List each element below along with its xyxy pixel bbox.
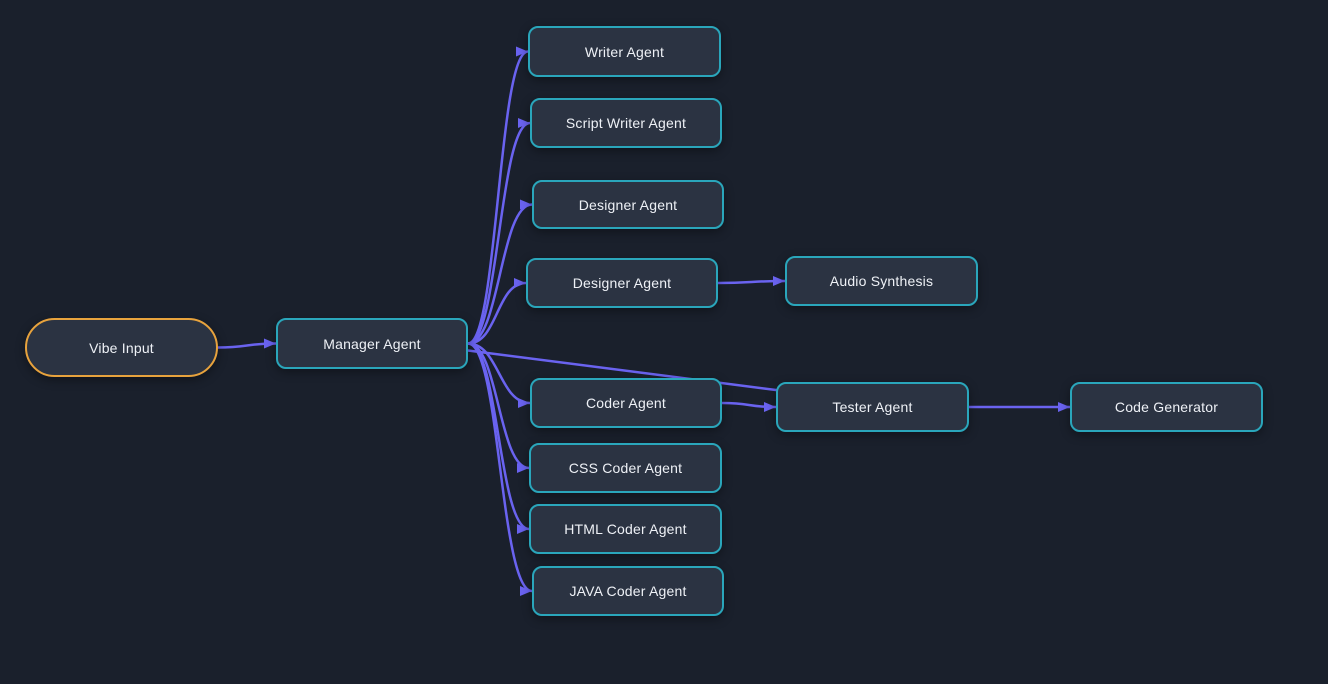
node-designer-agent-1[interactable]: Designer Agent bbox=[532, 180, 724, 229]
node-manager-agent[interactable]: Manager Agent bbox=[276, 318, 468, 369]
node-label: Tester Agent bbox=[832, 399, 913, 415]
node-java-coder-agent[interactable]: JAVA Coder Agent bbox=[532, 566, 724, 616]
node-audio-synthesis[interactable]: Audio Synthesis bbox=[785, 256, 978, 306]
edge-manager-agent-to-java-coder-agent bbox=[466, 342, 534, 596]
edge-manager-agent-to-writer-agent bbox=[466, 46, 530, 345]
node-script-writer-agent[interactable]: Script Writer Agent bbox=[530, 98, 722, 148]
edge-manager-agent-to-designer-agent-2 bbox=[466, 278, 528, 345]
node-label: Writer Agent bbox=[584, 43, 665, 60]
edge-coder-agent-to-tester-agent bbox=[720, 401, 778, 412]
node-tester-agent[interactable]: Tester Agent bbox=[776, 382, 969, 432]
node-designer-agent-2[interactable]: Designer Agent bbox=[526, 258, 718, 308]
node-label: Code Generator bbox=[1114, 399, 1219, 415]
node-label: Script Writer Agent bbox=[565, 115, 687, 131]
edge-manager-agent-to-coder-agent bbox=[466, 342, 532, 408]
node-label: HTML Coder Agent bbox=[564, 521, 687, 537]
edge-designer-agent-2-to-audio-synthesis bbox=[716, 276, 787, 287]
node-label: Vibe Input bbox=[89, 339, 154, 356]
edge-manager-agent-to-html-coder-agent bbox=[466, 342, 531, 534]
edge-manager-agent-to-designer-agent-1 bbox=[466, 199, 534, 345]
node-label: JAVA Coder Agent bbox=[569, 583, 687, 599]
edge-manager-agent-to-script-writer-agent bbox=[466, 118, 532, 345]
edge-manager-agent-to-css-coder-agent bbox=[466, 342, 531, 473]
node-html-coder-agent[interactable]: HTML Coder Agent bbox=[529, 504, 722, 554]
node-label: Coder Agent bbox=[585, 395, 667, 411]
node-label: Designer Agent bbox=[572, 275, 672, 291]
node-label: Manager Agent bbox=[323, 335, 421, 352]
node-writer-agent[interactable]: Writer Agent bbox=[528, 26, 721, 77]
node-code-generator[interactable]: Code Generator bbox=[1070, 382, 1263, 432]
node-vibe-input[interactable]: Vibe Input bbox=[25, 318, 218, 377]
node-coder-agent[interactable]: Coder Agent bbox=[530, 378, 722, 428]
node-label: Audio Synthesis bbox=[829, 273, 934, 289]
node-label: CSS Coder Agent bbox=[568, 460, 683, 476]
node-css-coder-agent[interactable]: CSS Coder Agent bbox=[529, 443, 722, 493]
edge-vibe-input-to-manager-agent bbox=[216, 338, 278, 349]
node-label: Designer Agent bbox=[578, 196, 678, 213]
